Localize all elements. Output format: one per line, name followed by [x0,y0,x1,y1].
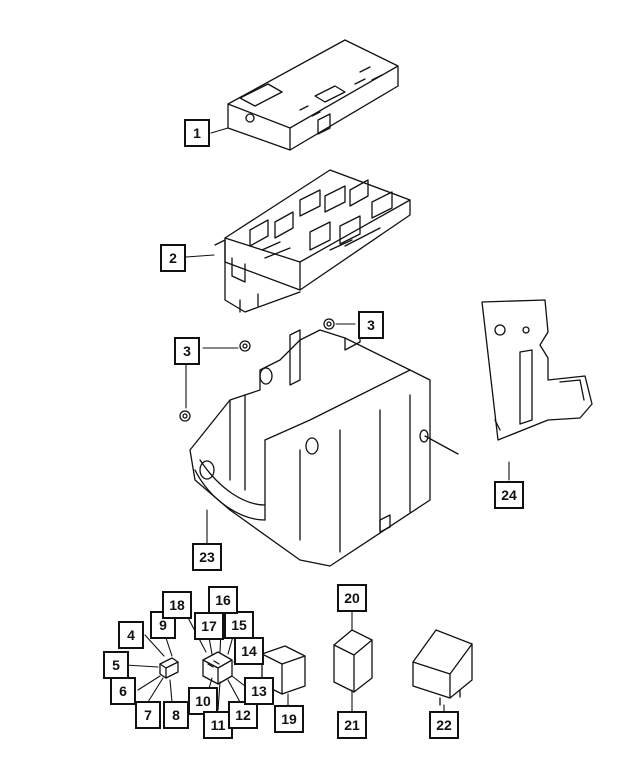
callout-23: 23 [192,543,222,571]
part-22-relay [412,629,473,706]
callout-19: 19 [274,705,304,733]
callout-20: 20 [337,584,367,612]
callout-15: 15 [224,611,254,639]
part-3-nuts [179,318,335,422]
leader-lines [124,127,510,713]
callout-14: 14 [234,637,264,665]
part-24-bracket [481,299,593,441]
callout-3-right: 3 [358,311,384,339]
callout-6: 6 [110,677,136,705]
callout-1: 1 [184,119,210,147]
part-20-relay [333,629,373,693]
callout-2: 2 [160,244,186,272]
callout-8: 8 [163,701,189,729]
callout-7: 7 [135,701,161,729]
callout-3-left: 3 [174,337,200,365]
callout-17: 17 [194,612,224,640]
callout-13: 13 [244,677,274,705]
part-2-relay-center [214,169,411,313]
callout-12: 12 [228,701,258,729]
part-23-tray [189,329,459,567]
callout-22: 22 [429,711,459,739]
callout-5: 5 [103,651,129,679]
callout-24: 24 [494,481,524,509]
callout-18: 18 [162,591,192,619]
callout-16: 16 [208,586,238,614]
part-1-cover [227,39,399,151]
callout-4: 4 [118,621,144,649]
small-parts-group [159,651,233,685]
callout-21: 21 [337,711,367,739]
